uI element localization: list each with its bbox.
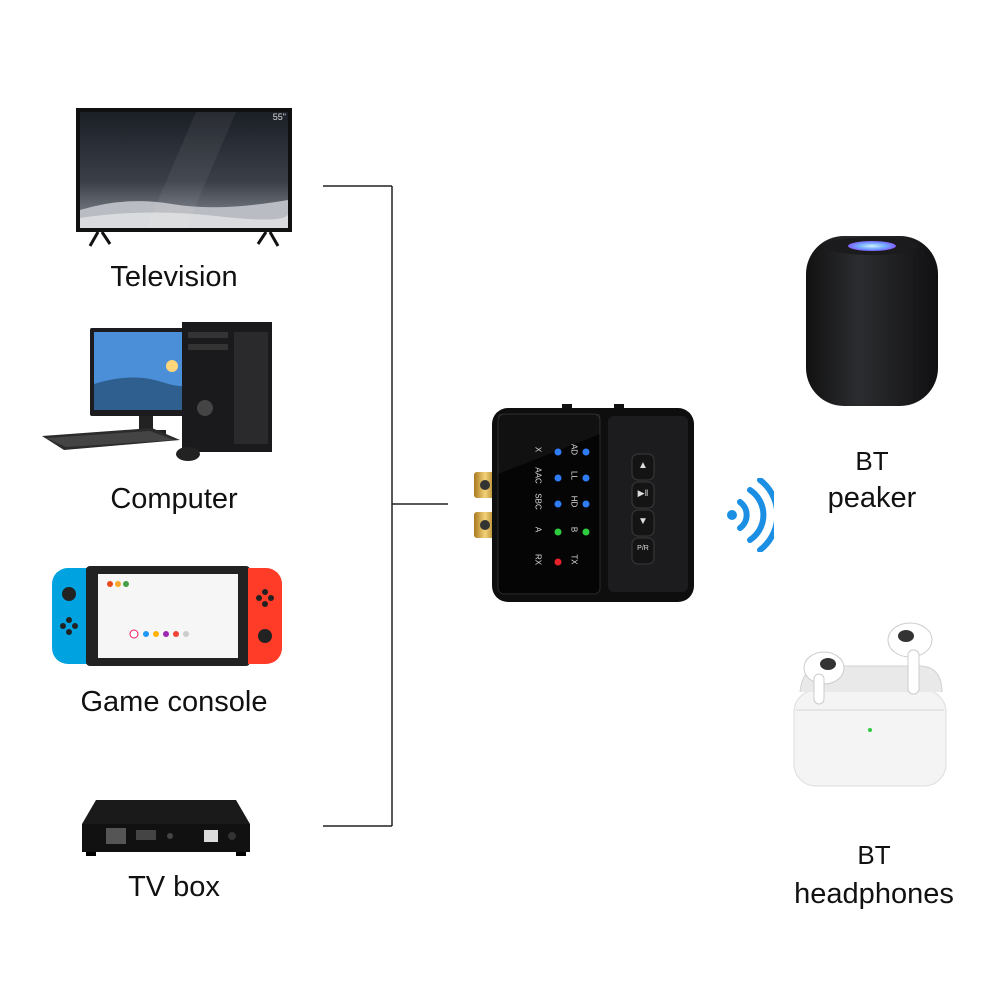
indicator-label: TX: [569, 554, 579, 565]
bt-speaker-icon: [806, 236, 938, 406]
bt-headphones: [792, 620, 948, 788]
output-label-speaker-line1: BT: [855, 446, 889, 476]
indicator-label: LL: [569, 471, 579, 480]
indicator-label: A: [533, 526, 543, 533]
indicator-label: X: [533, 446, 543, 453]
output-label-headphones-line2: headphones: [794, 878, 954, 910]
bt-transmitter-device: X AAC SBC A RX AD LL HD B TX ▲ ▶︎‖ ▼ P/R: [474, 404, 696, 606]
output-label-speaker-line2: peaker: [827, 482, 917, 514]
tv-size-badge: 55": [272, 112, 286, 122]
source-label-computer: Computer: [110, 483, 238, 515]
device-button-pr: P/R: [637, 545, 649, 552]
device-button-up: ▲: [638, 460, 648, 471]
indicator-labels-left: X AAC SBC A RX: [526, 440, 550, 580]
television: 55": [76, 108, 292, 248]
tv-box: [80, 796, 252, 858]
computer-icon: [42, 322, 272, 461]
indicator-label: AAC: [533, 467, 543, 484]
source-label-tv-box: TV box: [128, 871, 220, 903]
tv-box-icon: [82, 800, 250, 856]
source-label-game-console: Game console: [80, 686, 268, 718]
indicator-labels-right: AD LL HD B TX: [562, 440, 586, 580]
computer: [42, 322, 274, 464]
television-icon: [76, 108, 292, 247]
indicator-label: B: [569, 526, 579, 533]
bt-headphones-icon: [793, 622, 947, 787]
indicator-label: SBC: [533, 493, 543, 510]
indicator-label: HD: [569, 495, 579, 508]
device-button-play-pause: ▶︎‖: [637, 488, 649, 498]
game-console: [52, 566, 284, 666]
indicator-label: RX: [533, 553, 543, 566]
bt-transmitter-icon: [474, 404, 694, 602]
device-button-down: ▼: [638, 516, 648, 527]
output-label-headphones-line1: BT: [857, 840, 891, 870]
indicator-label: AD: [569, 443, 579, 456]
signal-icon: [727, 478, 774, 552]
game-console-icon: [52, 566, 282, 666]
bt-speaker: [806, 236, 938, 406]
source-label-television: Television: [110, 261, 238, 293]
